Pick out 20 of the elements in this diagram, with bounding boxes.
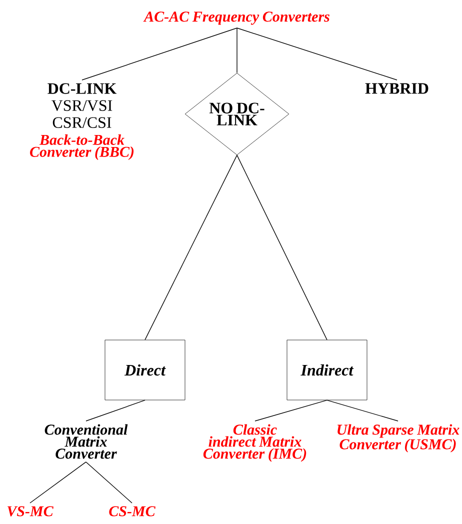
category-text: DC-LINK VSR/VSI CSR/CSI Back-to-Back Converter (BBC) xyxy=(30,83,134,160)
converter-text: Ultra Sparse Matrix Converter (USMC) xyxy=(338,424,460,452)
connector-line xyxy=(144,154,238,340)
process-box: Direct xyxy=(104,340,186,400)
process-box: Indirect xyxy=(286,340,368,400)
connector-line xyxy=(236,154,328,340)
connector-line xyxy=(254,400,328,422)
connector-line xyxy=(326,400,398,422)
connector-line xyxy=(236,28,398,80)
heading-text: AC-AC Frequency Converters xyxy=(143,12,330,25)
converter-text: VS-MC xyxy=(8,506,54,516)
connector-line xyxy=(236,28,238,74)
connector-line xyxy=(30,462,86,504)
connector-line xyxy=(82,28,238,80)
connector-line xyxy=(86,400,146,422)
converter-text: Conventional Matrix Converter xyxy=(44,424,128,459)
connector-line xyxy=(86,462,132,504)
category-text: HYBRID xyxy=(365,83,428,94)
converter-text: Classic indirect Matrix Converter (IMC) xyxy=(203,424,306,462)
converter-text: CS-MC xyxy=(109,506,156,516)
